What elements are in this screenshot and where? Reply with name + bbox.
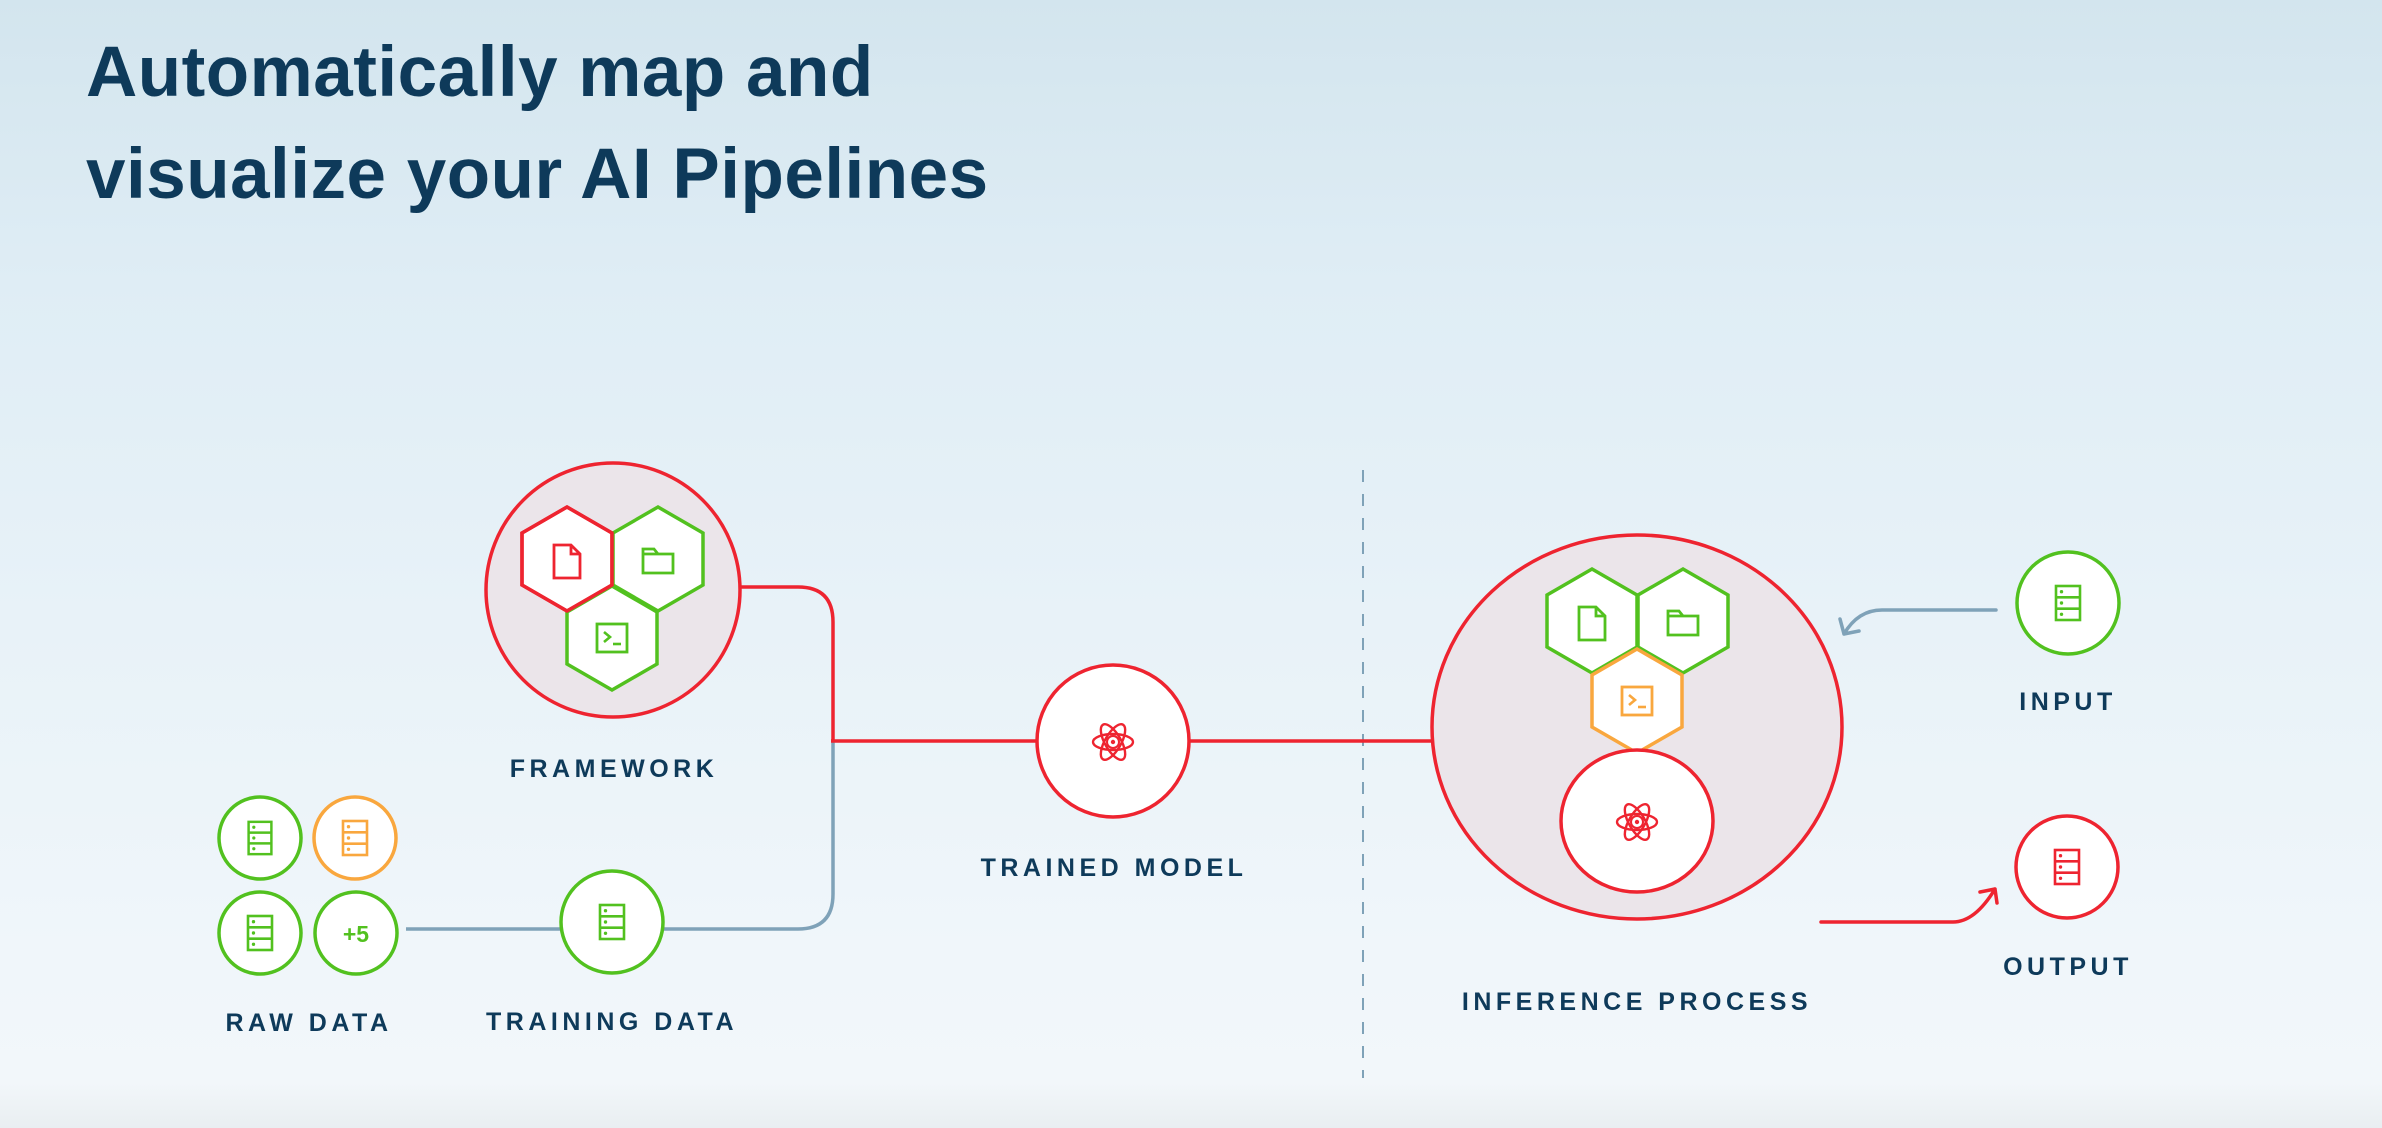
training-data-label: TRAINING DATA [486, 1008, 738, 1036]
raw-data-item[interactable] [312, 795, 398, 881]
raw-data-item[interactable] [217, 890, 303, 976]
framework-label: FRAMEWORK [510, 755, 719, 783]
inference-model-node[interactable] [1559, 748, 1715, 894]
title-line-1: Automatically map and [86, 33, 874, 112]
more-count: +5 [343, 921, 369, 947]
inference-hex-folder [1636, 566, 1730, 676]
input-arrow [1838, 608, 1998, 636]
inference-process-label: INFERENCE PROCESS [1462, 988, 1812, 1016]
connector-training-to-model [663, 741, 835, 931]
title-line-2: visualize your AI Pipelines [86, 135, 989, 214]
output-label: OUTPUT [2003, 953, 2133, 981]
raw-data-item[interactable] [217, 795, 303, 881]
trained-model-label: TRAINED MODEL [981, 854, 1248, 882]
input-node[interactable] [2015, 550, 2121, 656]
framework-node[interactable] [484, 461, 742, 719]
output-arrow [1819, 887, 1999, 924]
trained-model-node[interactable] [1035, 663, 1191, 819]
raw-data-label: RAW DATA [226, 1009, 393, 1037]
inference-process-node[interactable] [1430, 533, 1844, 921]
training-data-node[interactable] [559, 869, 665, 975]
connector-framework-to-model [741, 585, 835, 741]
page-title: Automatically map and visualize your AI … [86, 22, 989, 226]
raw-data-group[interactable]: +5 [217, 795, 399, 976]
raw-data-more-badge[interactable]: +5 [313, 890, 399, 976]
output-node[interactable] [2014, 814, 2120, 920]
input-label: INPUT [2019, 688, 2117, 716]
